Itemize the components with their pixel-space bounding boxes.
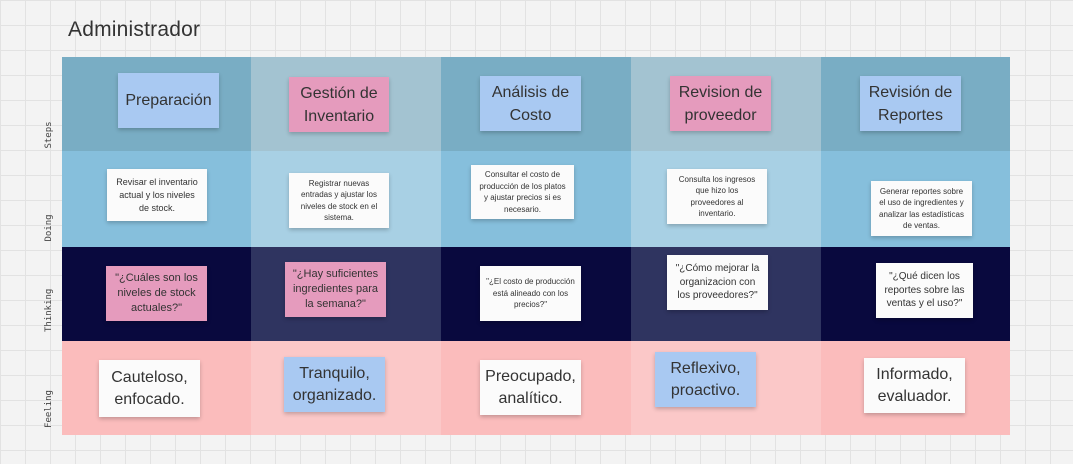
thinking-note[interactable]: "¿El costo de producción está alineado c… xyxy=(480,266,581,321)
step-note[interactable]: Revisión de Reportes xyxy=(860,76,961,131)
step-note[interactable]: Análisis de Costo xyxy=(480,76,581,131)
thinking-note[interactable]: "¿Cuáles son los niveles de stock actual… xyxy=(106,266,207,321)
row-label-feeling: Feeling xyxy=(44,390,54,428)
feeling-note[interactable]: Tranquilo, organizado. xyxy=(284,357,385,412)
thinking-note[interactable]: "¿Hay suficientes ingredientes para la s… xyxy=(285,262,386,317)
step-note[interactable]: Preparación xyxy=(118,73,219,128)
feeling-note[interactable]: Reflexivo, proactivo. xyxy=(655,352,756,407)
doing-note[interactable]: Consultar el costo de producción de los … xyxy=(471,165,574,219)
doing-note[interactable]: Consulta los ingresos que hizo los prove… xyxy=(667,169,767,224)
thinking-band xyxy=(62,247,1010,341)
feeling-note[interactable]: Preocupado, analítico. xyxy=(480,360,581,415)
step-note[interactable]: Gestión de Inventario xyxy=(289,77,389,132)
thinking-note[interactable]: "¿Qué dicen los reportes sobre las venta… xyxy=(876,263,973,318)
feeling-note[interactable]: Cauteloso, enfocado. xyxy=(99,360,200,417)
doing-note[interactable]: Registrar nuevas entradas y ajustar los … xyxy=(289,173,389,228)
row-label-steps: Steps xyxy=(44,121,54,149)
doing-note[interactable]: Generar reportes sobre el uso de ingredi… xyxy=(871,181,972,236)
thinking-note[interactable]: "¿Cómo mejorar la organizacion con los p… xyxy=(667,255,768,310)
row-label-doing: Doing xyxy=(44,214,54,242)
row-label-thinking: Thinking xyxy=(44,288,54,332)
page-title: Administrador xyxy=(68,18,201,41)
step-note[interactable]: Revision de proveedor xyxy=(670,76,771,131)
doing-note[interactable]: Revisar el inventario actual y los nivel… xyxy=(107,169,207,221)
feeling-note[interactable]: Informado, evaluador. xyxy=(864,358,965,413)
